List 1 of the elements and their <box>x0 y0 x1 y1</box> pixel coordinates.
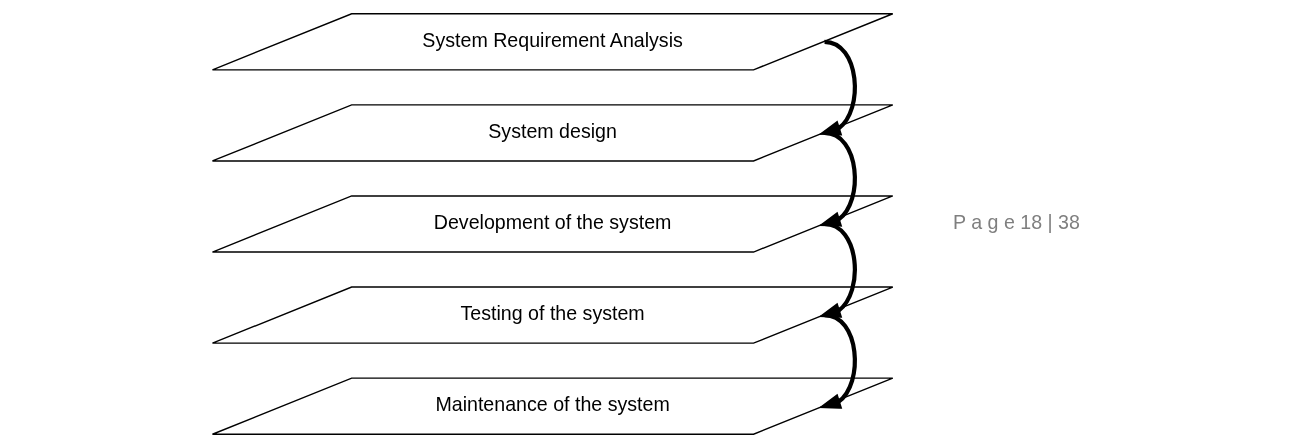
label: P a g e 18 | 38 <box>953 211 1080 234</box>
